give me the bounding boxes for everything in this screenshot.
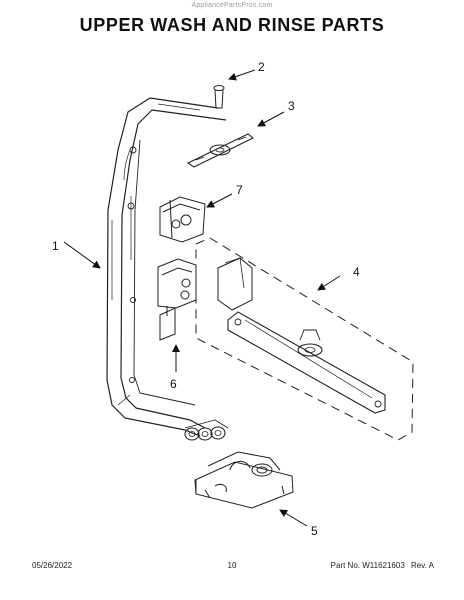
callout-2: 2 <box>258 60 265 74</box>
footer-part-number: Part No. W11621603 <box>330 561 405 570</box>
manifold-clip-part-7 <box>159 196 206 243</box>
screw-part-2 <box>213 85 225 109</box>
manifold-base-part-5 <box>194 451 294 509</box>
supply-tube-part-1 <box>106 97 229 441</box>
spray-arm-part-3 <box>186 133 255 168</box>
footer-page-number: 10 <box>227 561 237 570</box>
page-title: UPPER WASH AND RINSE PARTS <box>79 15 385 35</box>
callout-7: 7 <box>236 183 243 197</box>
middle-spray-arm-part-4 <box>195 237 414 441</box>
callout-3: 3 <box>288 99 295 113</box>
callout-6: 6 <box>170 377 177 391</box>
watermark: AppliancePartsPros.com <box>191 2 273 9</box>
manifold-clip-part-6 <box>157 258 197 341</box>
callout-4: 4 <box>353 265 360 279</box>
footer-revision: Rev. A <box>411 561 434 570</box>
footer-part-info: Part No. W11621603 Rev. A <box>331 561 434 570</box>
callout-1: 1 <box>52 239 59 253</box>
footer-date: 05/26/2022 <box>32 561 73 570</box>
leader-lines <box>63 69 341 527</box>
callout-5: 5 <box>311 524 318 538</box>
